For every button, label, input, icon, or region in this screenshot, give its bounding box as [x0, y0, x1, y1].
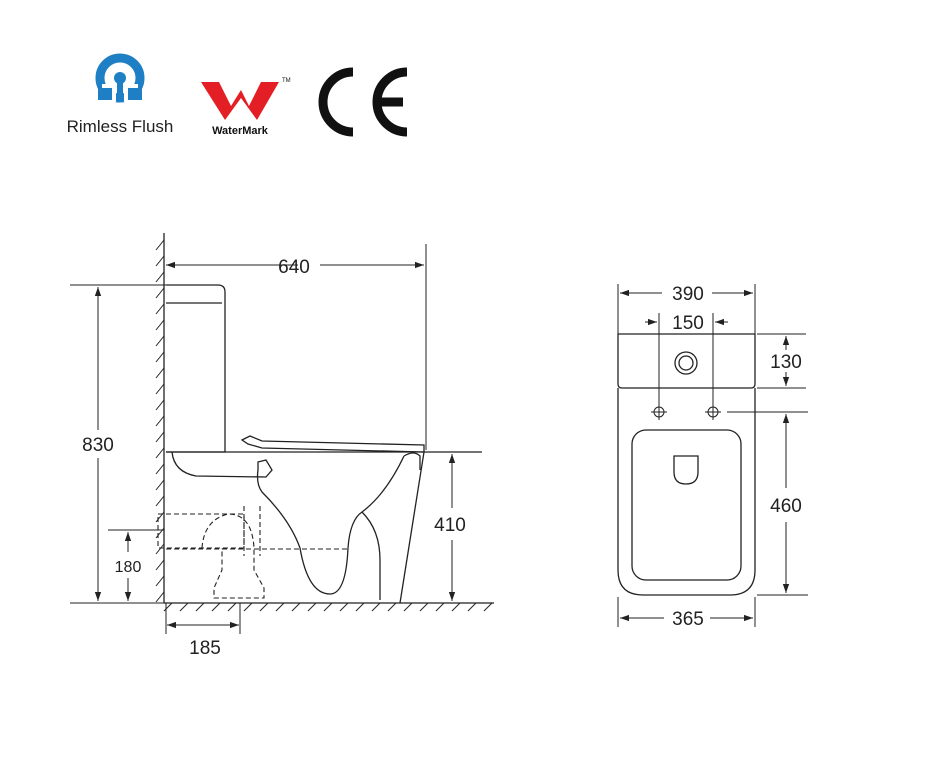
- cistern-outline: [166, 284, 226, 453]
- side-view: [155, 233, 494, 612]
- watermark-w-icon: TM: [201, 78, 291, 120]
- overall-depth-label: 640: [278, 257, 310, 278]
- tank-depth-label: 130: [770, 352, 802, 373]
- top-view-dimensions: [617, 284, 808, 627]
- outlet-setout-label: 185: [189, 638, 221, 659]
- top-bowl-outline: [617, 388, 756, 596]
- certification-logos: Rimless Flush TM WaterMark: [0, 0, 927, 150]
- floor-hatch: [163, 602, 493, 612]
- top-view: [617, 333, 756, 596]
- outlet-height-label: 180: [115, 559, 142, 576]
- rimless-flush-icon: [95, 53, 145, 103]
- tank-width-label: 390: [672, 284, 704, 305]
- ce-mark-icon: [318, 67, 408, 137]
- wall-hatch: [155, 239, 165, 603]
- rimless-flush-logo: Rimless Flush: [67, 53, 174, 136]
- flush-button-icon: [674, 351, 698, 375]
- fixing-point-icon: [651, 404, 721, 420]
- seat-outline: [240, 435, 425, 453]
- side-view-dimensions: [70, 244, 456, 634]
- watermark-logo: TM WaterMark: [201, 78, 291, 137]
- bowl-outline: [399, 451, 425, 604]
- svg-text:TM: TM: [282, 78, 291, 84]
- seat-opening: [631, 429, 742, 581]
- rimless-flush-label: Rimless Flush: [67, 117, 174, 136]
- top-cistern-outline: [617, 333, 756, 389]
- watermark-label: WaterMark: [212, 125, 269, 137]
- concealed-trap: [157, 506, 350, 599]
- bowl-trap-line: [171, 451, 405, 595]
- bowl-width-label: 365: [672, 609, 704, 630]
- overall-height-label: 830: [82, 435, 114, 456]
- fixing-spacing-label: 150: [672, 313, 704, 334]
- bowl-length-label: 460: [770, 496, 802, 517]
- water-spot: [673, 455, 699, 485]
- seat-height-label: 410: [434, 515, 466, 536]
